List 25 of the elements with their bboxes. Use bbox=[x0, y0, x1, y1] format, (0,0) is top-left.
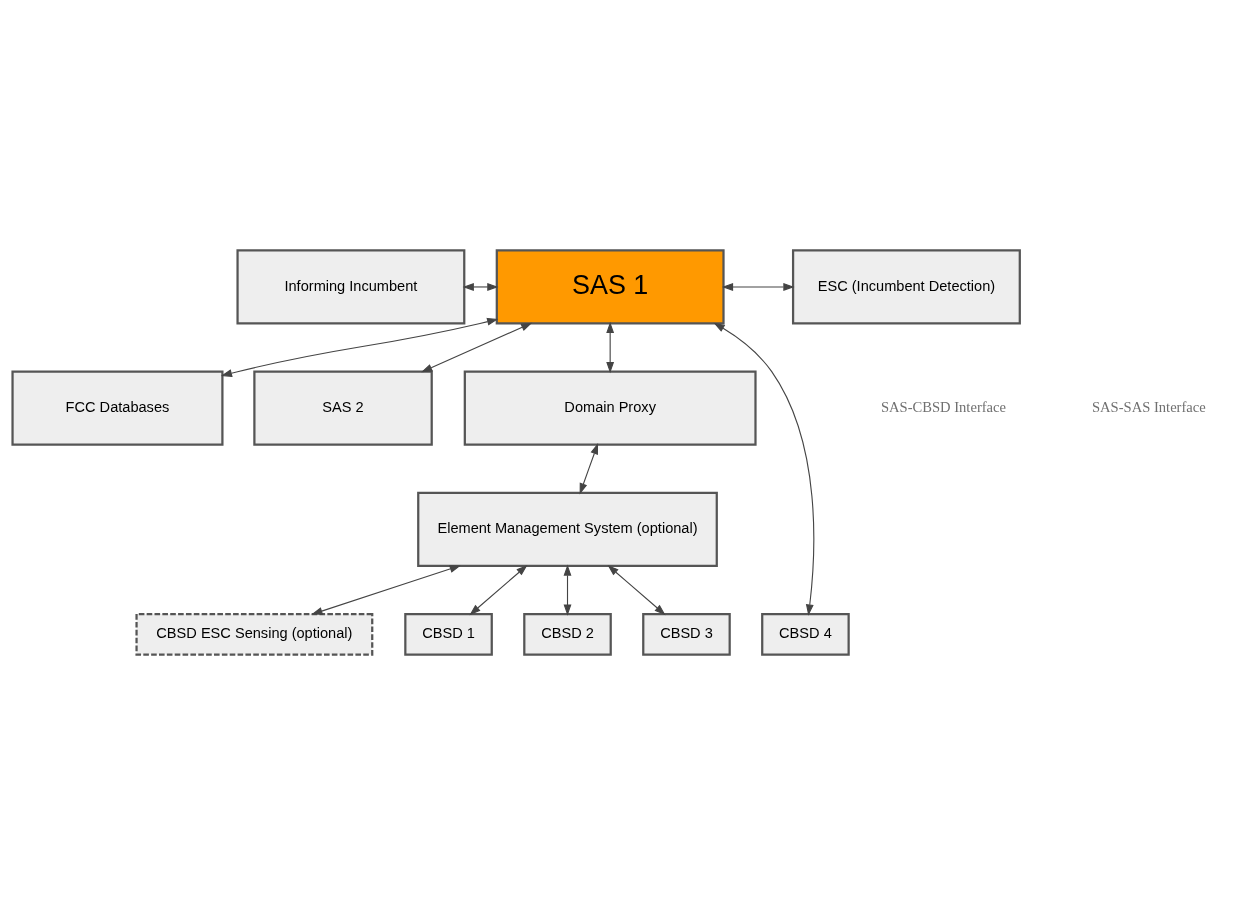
node-box: SAS 1 bbox=[495, 249, 725, 325]
arrow bbox=[220, 317, 499, 377]
arrow bbox=[469, 565, 528, 616]
node-box: Informing Incumbent bbox=[236, 249, 466, 325]
arrow bbox=[713, 322, 815, 616]
arrow bbox=[607, 565, 666, 616]
node-box: CBSD 4 bbox=[761, 613, 850, 656]
node-box: CBSD 3 bbox=[642, 613, 731, 656]
node-box: ESC (Incumbent Detection) bbox=[791, 249, 1021, 325]
arrow bbox=[462, 283, 499, 291]
arrow bbox=[563, 564, 572, 616]
node-box: SAS 2 bbox=[253, 370, 433, 446]
node-box: CBSD 2 bbox=[523, 613, 612, 656]
node-box: CBSD ESC Sensing (optional) bbox=[135, 613, 374, 656]
label: SAS-SAS Interface bbox=[1091, 398, 1206, 415]
node-box: CBSD 1 bbox=[404, 613, 493, 656]
arrow bbox=[579, 443, 599, 495]
node-box: Domain Proxy bbox=[463, 370, 757, 446]
node-box: FCC Databases bbox=[11, 370, 224, 446]
node-box: Element Management System (optional) bbox=[417, 491, 718, 567]
arrow bbox=[421, 322, 533, 373]
arrow bbox=[311, 565, 461, 615]
label: SAS-CBSD Interface bbox=[880, 398, 1007, 415]
arrow bbox=[606, 321, 615, 374]
arrow bbox=[721, 283, 795, 291]
